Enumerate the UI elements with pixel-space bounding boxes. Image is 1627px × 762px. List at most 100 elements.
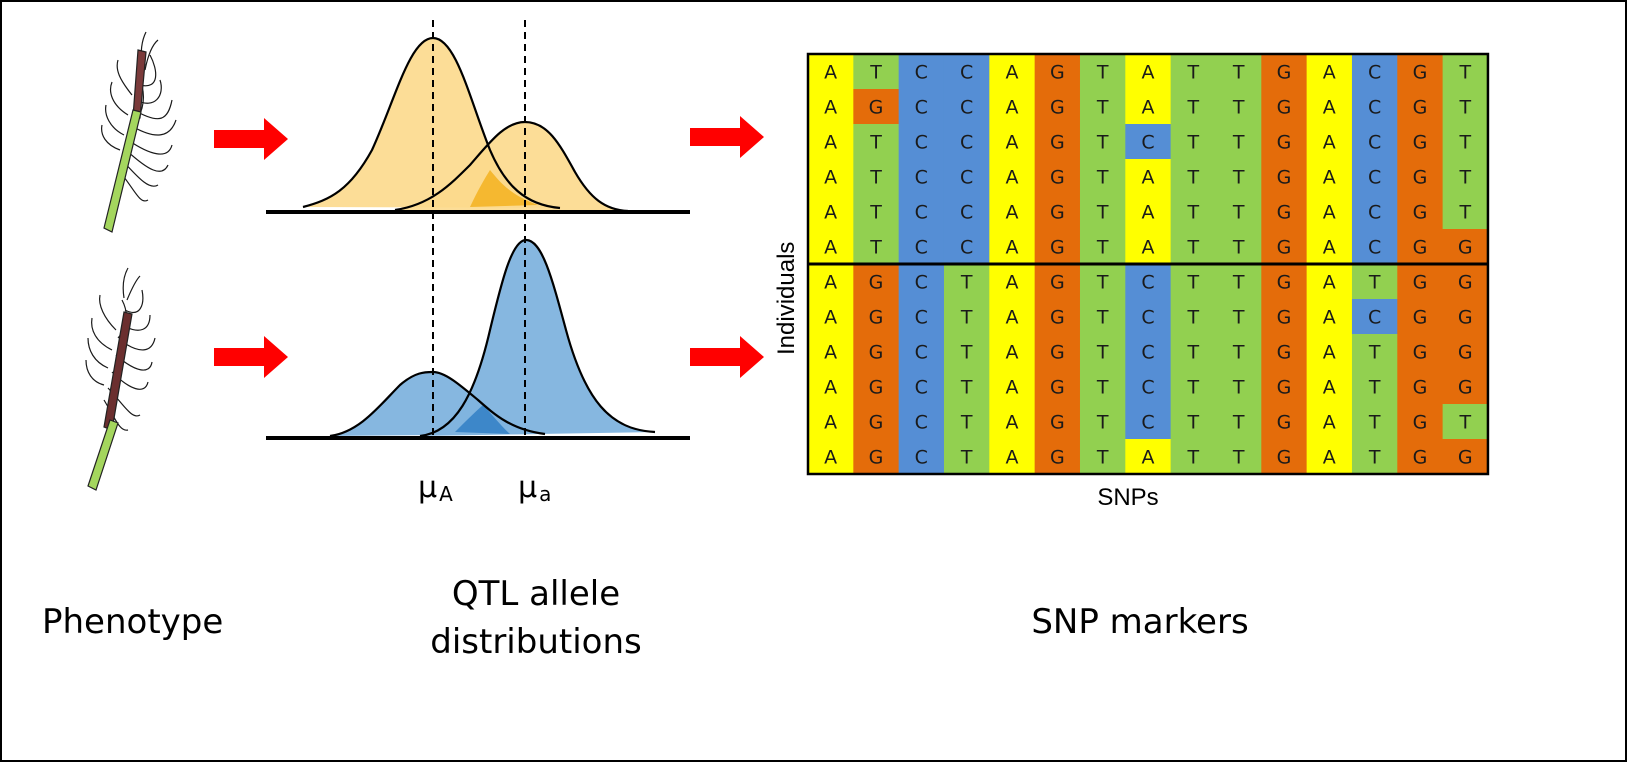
snp-base-label: G — [1413, 167, 1428, 189]
snp-cell — [1351, 194, 1398, 230]
snp-base-label: G — [1413, 132, 1428, 154]
snp-cell — [1215, 229, 1262, 265]
snp-base-label: A — [1005, 62, 1018, 84]
snp-cell — [853, 334, 900, 370]
snp-base-label: C — [960, 237, 973, 259]
snp-base-label: G — [1050, 62, 1065, 84]
snp-cell — [1034, 229, 1081, 265]
snp-base-label: G — [869, 412, 884, 434]
qtl-distribution-bottom — [266, 238, 690, 440]
snp-cell — [989, 124, 1036, 160]
snp-base-label: C — [915, 272, 928, 294]
snp-base-label: C — [960, 97, 973, 119]
snp-cell — [989, 404, 1036, 440]
snp-base-label: G — [1277, 412, 1292, 434]
snp-cell — [1079, 334, 1126, 370]
snp-cell — [1215, 194, 1262, 230]
snp-base-label: G — [1413, 237, 1428, 259]
snp-cell — [1306, 404, 1353, 440]
snp-cell — [1442, 229, 1489, 265]
snp-cell — [1442, 404, 1489, 440]
snp-cell — [1306, 439, 1353, 475]
snp-cell — [1079, 159, 1126, 195]
snp-cell — [808, 299, 854, 335]
snp-cell — [943, 194, 990, 230]
snp-cell — [1034, 89, 1081, 125]
snp-base-label: C — [960, 167, 973, 189]
snp-base-label: G — [1277, 167, 1292, 189]
snp-cell — [1034, 194, 1081, 230]
snp-cell — [1170, 369, 1217, 405]
snp-base-label: C — [1368, 97, 1381, 119]
snp-cell — [1125, 369, 1172, 405]
snp-base-label: G — [869, 97, 884, 119]
snp-cell — [1079, 264, 1126, 300]
snp-base-label: G — [1277, 272, 1292, 294]
snp-base-label: T — [1186, 97, 1199, 119]
snp-base-label: T — [869, 237, 882, 259]
snps-axis-label: SNPs — [1097, 484, 1158, 511]
snp-base-label: A — [1323, 237, 1336, 259]
snp-cell — [808, 229, 854, 265]
snp-base-label: C — [915, 447, 928, 469]
snp-cell — [1442, 89, 1489, 125]
snp-cell — [1397, 159, 1444, 195]
snp-cell — [1125, 229, 1172, 265]
plant-icon-bottom — [85, 267, 156, 491]
snp-base-label: A — [1141, 237, 1154, 259]
snp-base-label: G — [1458, 237, 1473, 259]
snp-base-label: A — [824, 272, 837, 294]
snp-cell — [1306, 124, 1353, 160]
snp-base-label: A — [824, 447, 837, 469]
snp-cell — [1261, 229, 1308, 265]
snp-base-label: T — [1232, 447, 1245, 469]
snp-cell — [1170, 54, 1217, 90]
snp-base-label: G — [1413, 202, 1428, 224]
snp-base-label: T — [1458, 132, 1471, 154]
snp-cell — [1079, 439, 1126, 475]
snp-base-label: T — [1096, 237, 1109, 259]
snp-base-label: C — [915, 307, 928, 329]
snp-cell — [808, 194, 854, 230]
qtl-distribution-top — [266, 36, 690, 214]
snp-cell — [1442, 299, 1489, 335]
snp-markers-caption: SNP markers — [1031, 602, 1248, 642]
snp-cell — [1125, 439, 1172, 475]
snp-cell — [989, 439, 1036, 475]
snp-cell — [1351, 54, 1398, 90]
snp-cell — [1351, 299, 1398, 335]
snp-base-label: C — [960, 62, 973, 84]
snp-cell — [989, 159, 1036, 195]
snp-base-label: A — [1323, 62, 1336, 84]
snp-cell — [1125, 194, 1172, 230]
snp-base-label: C — [1141, 307, 1154, 329]
snp-base-label: G — [1458, 447, 1473, 469]
snp-cell — [1079, 229, 1126, 265]
arrow-icon-qtl-top — [690, 116, 764, 158]
snp-cell — [943, 334, 990, 370]
snp-cell — [1125, 299, 1172, 335]
snp-base-label: G — [1050, 412, 1065, 434]
snp-cell — [1125, 124, 1172, 160]
snp-base-label: A — [824, 237, 837, 259]
snp-base-label: C — [1368, 62, 1381, 84]
snp-base-label: A — [824, 377, 837, 399]
snp-base-label: A — [1005, 132, 1018, 154]
snp-base-label: T — [1096, 62, 1109, 84]
snp-base-label: C — [1141, 412, 1154, 434]
snp-base-label: G — [1050, 342, 1065, 364]
snp-cell — [943, 54, 990, 90]
individuals-axis-label: Individuals — [773, 242, 800, 355]
snp-cell — [853, 299, 900, 335]
snp-base-label: T — [1232, 272, 1245, 294]
snp-base-label: A — [1005, 97, 1018, 119]
snp-base-label: T — [1096, 447, 1109, 469]
snp-cell — [1397, 54, 1444, 90]
snp-base-label: T — [1186, 62, 1199, 84]
snp-cell — [1306, 229, 1353, 265]
snp-base-label: T — [1458, 167, 1471, 189]
snp-cell — [1442, 194, 1489, 230]
snp-cell — [1351, 124, 1398, 160]
snp-cell — [989, 334, 1036, 370]
